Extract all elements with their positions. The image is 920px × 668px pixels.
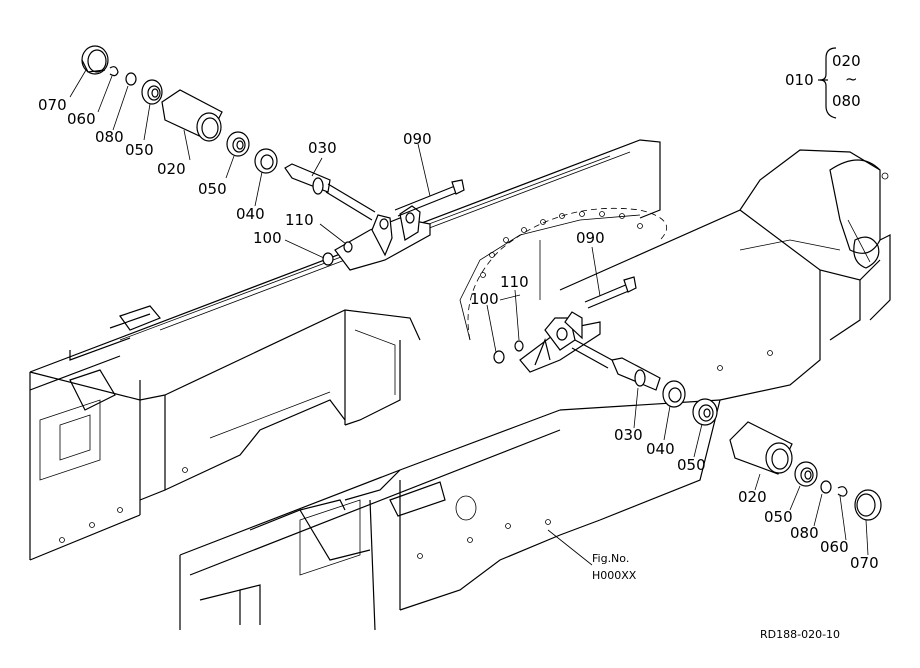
part-label-020-lower: 020 <box>738 488 767 506</box>
bearing-050a-upper <box>141 79 163 105</box>
part-label-100-lower: 100 <box>470 290 499 308</box>
part-label-050a-upper: 050 <box>125 141 154 159</box>
part-label-050a-lower: 050 <box>677 456 706 474</box>
part-label-110-lower: 110 <box>500 273 529 291</box>
upper-assembly <box>81 45 465 271</box>
group-main-label: 010 <box>785 71 814 89</box>
lower-assembly <box>493 276 882 521</box>
part-label-050b-upper: 050 <box>198 180 227 198</box>
bearing-050b-upper <box>226 131 250 157</box>
bearing-050b-lower <box>794 461 818 487</box>
part-label-030-lower: 030 <box>614 426 643 444</box>
group-range-start: 020 <box>832 52 861 70</box>
part-label-080-lower: 080 <box>790 524 819 542</box>
collar-040-lower <box>662 380 686 408</box>
part-label-030-upper: 030 <box>308 139 337 157</box>
bolt-090-lower <box>584 276 637 309</box>
shaft-030-upper <box>284 163 376 221</box>
part-label-090-lower: 090 <box>576 229 605 247</box>
figure-reference: Fig.No. H000XX <box>592 552 637 582</box>
drawing-code: RD188-020-10 <box>760 628 840 641</box>
part-label-070-upper: 070 <box>38 96 67 114</box>
bearing-050a-lower <box>692 398 718 426</box>
part-label-080-upper: 080 <box>95 128 124 146</box>
roller-020-lower <box>729 421 793 475</box>
figure-number: H000XX <box>592 569 637 582</box>
nut-100-upper <box>322 252 334 266</box>
part-label-070-lower: 070 <box>850 554 879 572</box>
part-labels-lower: 090 110 100 030 040 050 020 050 080 060 … <box>470 229 879 572</box>
part-label-060-lower: 060 <box>820 538 849 556</box>
nut-100-lower <box>493 350 505 364</box>
bolt-090-upper <box>394 179 465 217</box>
part-label-020-upper: 020 <box>157 160 186 178</box>
group-reference: 010 020 ~ 080 <box>785 47 861 119</box>
washer-080-upper <box>125 72 137 86</box>
part-label-100-upper: 100 <box>253 229 282 247</box>
part-label-040-upper: 040 <box>236 205 265 223</box>
frame-linework <box>29 139 891 631</box>
part-label-110-upper: 110 <box>285 211 314 229</box>
group-range-sep: ~ <box>845 70 858 88</box>
washer-110-upper <box>343 241 353 253</box>
part-label-040-lower: 040 <box>646 440 675 458</box>
roller-020-upper <box>161 89 223 142</box>
collar-040-upper <box>254 148 278 174</box>
shaft-030-lower <box>571 339 661 391</box>
cap-070-upper <box>81 45 109 75</box>
leader-lines <box>69 69 869 566</box>
part-labels-upper: 070 060 080 050 020 050 040 030 090 110 … <box>38 96 432 247</box>
figure-label: Fig.No. <box>592 552 629 565</box>
washer-110-lower <box>514 340 524 352</box>
snap-ring-060-lower <box>837 486 848 497</box>
cap-070-lower <box>854 489 882 521</box>
part-label-060-upper: 060 <box>67 110 96 128</box>
bracket-lower <box>519 311 601 373</box>
washer-080-lower <box>820 480 832 494</box>
group-range-end: 080 <box>832 92 861 110</box>
part-label-050b-lower: 050 <box>764 508 793 526</box>
bracket-upper <box>334 205 431 271</box>
snap-ring-060-upper <box>109 66 119 77</box>
part-label-090-upper: 090 <box>403 130 432 148</box>
